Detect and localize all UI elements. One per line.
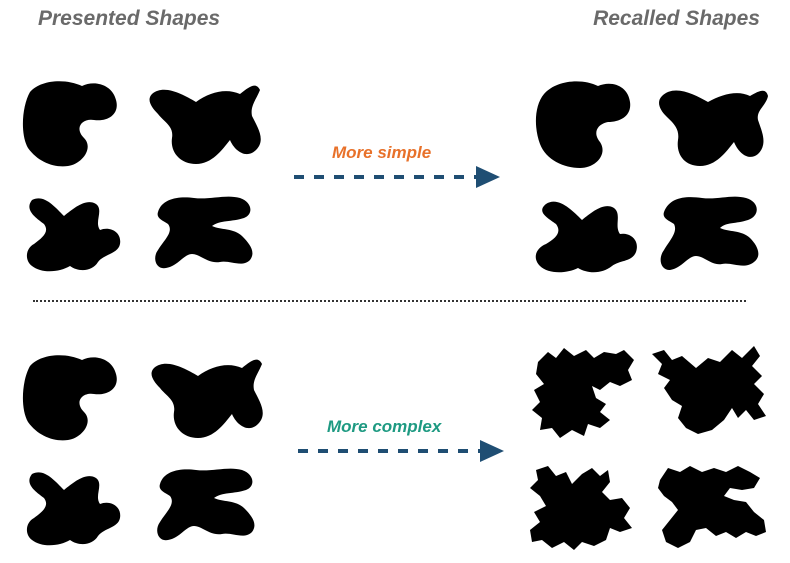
- presented-shape-8: [157, 468, 255, 541]
- presented-shape-6: [151, 359, 263, 438]
- presented-shape-7: [26, 472, 121, 546]
- presented-shape-4: [155, 196, 253, 269]
- recalled-simple-shape-4: [660, 196, 759, 270]
- recalled-simple-shape-3: [535, 201, 637, 273]
- more-complex-label: More complex: [327, 417, 442, 436]
- more-simple-label: More simple: [332, 143, 432, 162]
- presented-shape-2: [149, 85, 261, 164]
- more-complex-arrow: [298, 440, 504, 462]
- recalled-complex-shape-4: [658, 466, 766, 548]
- recalled-complex-shape-1: [532, 348, 634, 438]
- recalled-complex-shape-3: [530, 466, 632, 550]
- panel-divider: [33, 300, 746, 302]
- more-simple-arrow: [294, 166, 500, 188]
- recalled-shapes-heading: Recalled Shapes: [593, 7, 760, 30]
- presented-shapes-heading: Presented Shapes: [38, 7, 221, 30]
- recalled-simple-shape-2: [659, 90, 768, 166]
- presented-shape-3: [26, 198, 121, 272]
- recalled-complex-shape-2: [652, 346, 766, 434]
- presented-shape-1: [22, 81, 117, 167]
- presented-shape-5: [22, 355, 117, 441]
- recalled-simple-shape-1: [535, 81, 631, 168]
